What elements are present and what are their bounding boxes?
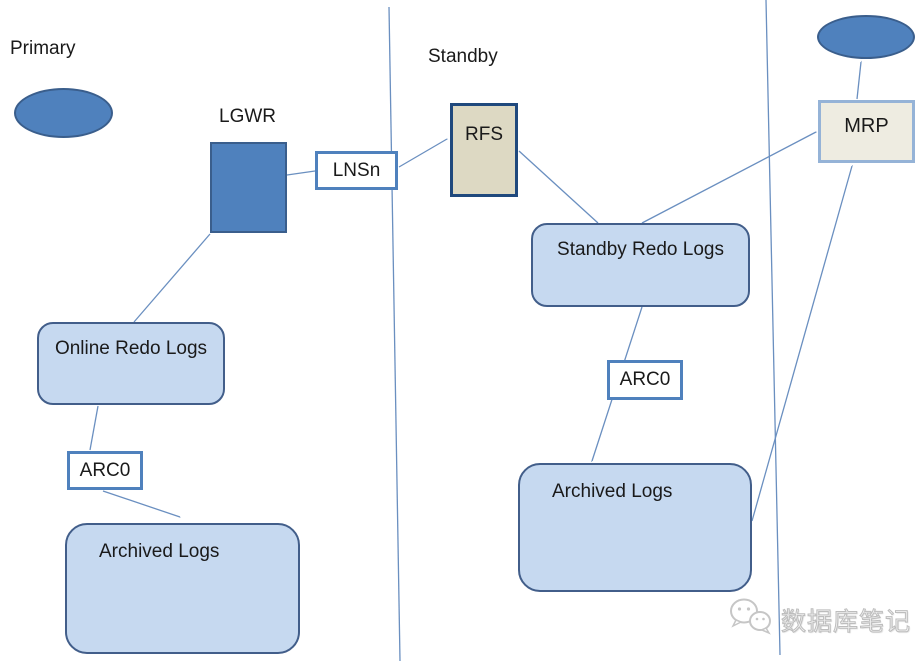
standby-arc0-box: ARC0 (607, 360, 683, 400)
edge-arc0-to-archived-logs (102, 490, 180, 517)
watermark: 数据库笔记 (727, 596, 911, 643)
primary-arc0-label: ARC0 (79, 459, 131, 481)
standby-database-ellipse (817, 15, 915, 59)
edge-lgwr-to-online-redo-logs (133, 233, 211, 323)
standby-archived-logs-box: Archived Logs (518, 463, 752, 592)
online-redo-logs-label: Online Redo Logs (54, 338, 208, 359)
standby-arc0-label: ARC0 (619, 369, 671, 390)
lnsn-box-label: LNSn (332, 159, 381, 181)
standby-section-label: Standby (428, 46, 498, 67)
edge-standby-redo-logs-to-mrp (641, 132, 816, 224)
chat-bubbles-icon (727, 596, 775, 643)
mrp-process-box: MRP (818, 100, 915, 163)
standby-redo-logs-label: Standby Redo Logs (557, 239, 724, 260)
edge-mrp-to-standby-db (856, 62, 861, 100)
divider-standby-right (765, 0, 781, 656)
divider-primary-standby (388, 6, 401, 661)
online-redo-logs-box: Online Redo Logs (37, 322, 225, 405)
rfs-process-box: RFS (450, 103, 518, 197)
edge-online-redo-logs-to-arc0 (89, 405, 99, 451)
standby-archived-logs-label: Archived Logs (552, 481, 673, 502)
lnsn-box: LNSn (315, 151, 398, 190)
primary-archived-logs-box: Archived Logs (65, 523, 300, 654)
primary-arc0-box: ARC0 (67, 451, 143, 490)
primary-database-ellipse (14, 88, 113, 138)
lgwr-label: LGWR (219, 106, 276, 127)
rfs-label: RFS (465, 124, 503, 145)
primary-archived-logs-label: Archived Logs (99, 541, 220, 562)
standby-redo-logs-box: Standby Redo Logs (531, 223, 750, 307)
edge-archived-logs-to-mrp (751, 166, 852, 522)
edge-rfs-to-standby-redo-logs (518, 150, 599, 224)
edge-lnsn-to-rfs (398, 139, 447, 168)
edge-lgwr-to-lnsn (286, 170, 316, 176)
mrp-label: MRP (844, 115, 889, 137)
lgwr-process-rect (210, 142, 287, 233)
primary-section-label: Primary (10, 38, 76, 59)
watermark-text: 数据库笔记 (780, 607, 912, 636)
